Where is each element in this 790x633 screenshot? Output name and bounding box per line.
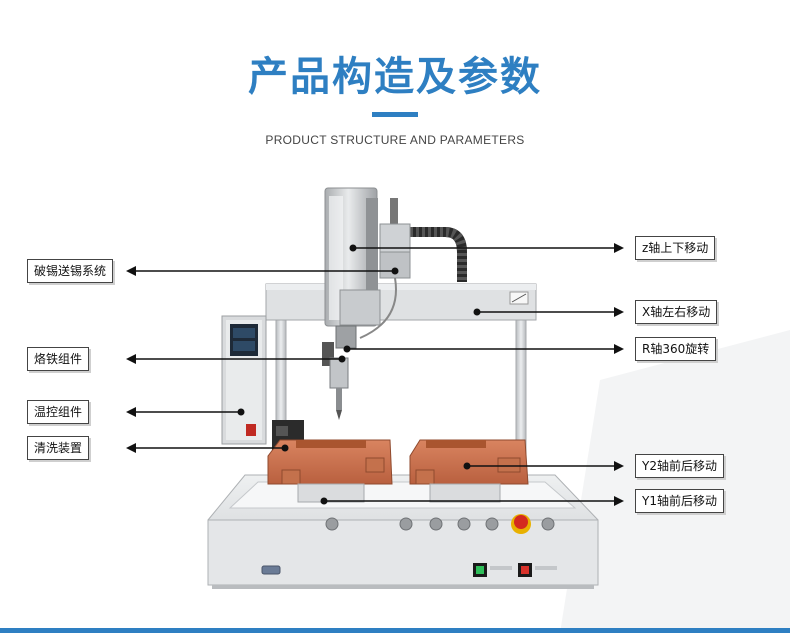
label-tin-feed-system: 破锡送锡系统 bbox=[27, 259, 114, 283]
label-temp-control: 温控组件 bbox=[27, 400, 90, 424]
arrow-clean bbox=[126, 443, 289, 453]
arrow-iron bbox=[126, 354, 346, 364]
page-title: 产品构造及参数 bbox=[248, 54, 542, 100]
label-y2-axis: Y2轴前后移动 bbox=[635, 454, 724, 478]
label-y1-axis: Y1轴前后移动 bbox=[635, 489, 724, 513]
arrow-y2-axis bbox=[463, 461, 624, 471]
arrow-y1-axis bbox=[320, 496, 624, 506]
bottom-accent-bar bbox=[0, 628, 790, 633]
arrow-temp bbox=[126, 407, 245, 417]
page-subtitle: PRODUCT STRUCTURE AND PARAMETERS bbox=[265, 133, 525, 147]
arrow-x-axis bbox=[473, 307, 624, 317]
arrow-z-axis bbox=[349, 243, 624, 253]
label-r-axis: R轴360旋转 bbox=[635, 337, 717, 361]
arrow-r-axis bbox=[343, 344, 624, 354]
label-z-axis: z轴上下移动 bbox=[635, 236, 716, 260]
label-x-axis: X轴左右移动 bbox=[635, 300, 718, 324]
title-underline bbox=[372, 112, 418, 117]
label-soldering-iron: 烙铁组件 bbox=[27, 347, 90, 371]
label-cleaning-device: 清洗装置 bbox=[27, 436, 90, 460]
arrow-tin-feed bbox=[126, 266, 399, 276]
